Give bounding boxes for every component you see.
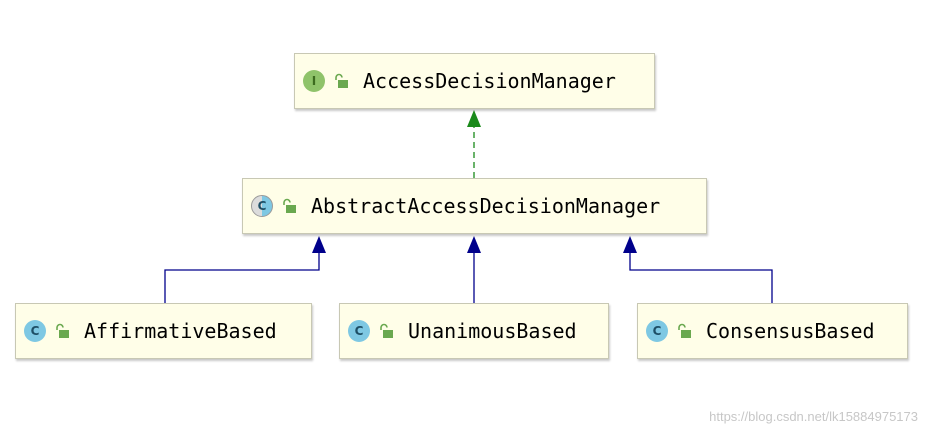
interface-icon: I (303, 70, 325, 92)
node-access-decision-manager[interactable]: I AccessDecisionManager (294, 53, 655, 109)
edge-extends-consensus (629, 250, 773, 303)
abstract-class-icon: C (251, 195, 273, 217)
node-abstract-access-decision-manager[interactable]: C AbstractAccessDecisionManager (242, 178, 707, 234)
lock-open-icon (56, 323, 69, 338)
node-consensus-based[interactable]: C ConsensusBased (637, 303, 908, 359)
class-icon: C (24, 320, 46, 342)
lock-open-icon (335, 73, 348, 88)
edge-extends-affirmative-arrowhead (312, 236, 326, 253)
class-icon: C (348, 320, 370, 342)
node-label: ConsensusBased (706, 319, 875, 343)
class-icon: C (646, 320, 668, 342)
lock-open-icon (380, 323, 393, 338)
edge-extends-unanimous-arrowhead (467, 236, 481, 253)
lock-open-icon (678, 323, 691, 338)
watermark: https://blog.csdn.net/lk15884975173 (709, 409, 918, 424)
node-label: AffirmativeBased (84, 319, 277, 343)
edge-extends-consensus-arrowhead (623, 236, 637, 253)
node-label: UnanimousBased (408, 319, 577, 343)
edge-implements-arrowhead (467, 110, 481, 127)
node-affirmative-based[interactable]: C AffirmativeBased (15, 303, 312, 359)
node-unanimous-based[interactable]: C UnanimousBased (339, 303, 609, 359)
node-label: AbstractAccessDecisionManager (311, 194, 661, 218)
lock-open-icon (283, 198, 296, 213)
node-label: AccessDecisionManager (363, 69, 616, 93)
edge-extends-affirmative (164, 250, 320, 303)
